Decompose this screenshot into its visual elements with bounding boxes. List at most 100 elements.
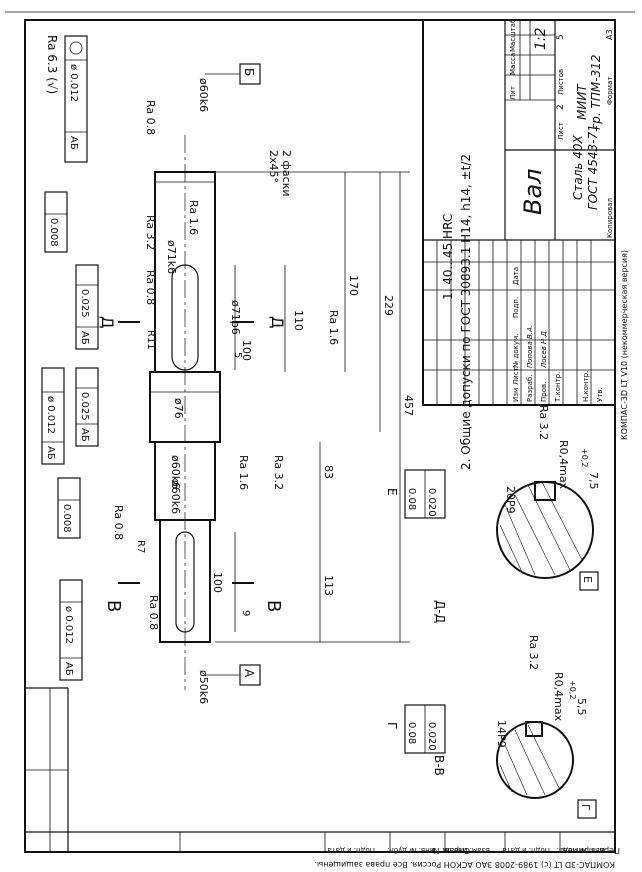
diam-label-2: ø71k6 <box>165 240 178 274</box>
roughness-9: Ra 0.8 <box>147 595 160 630</box>
len-label-170: 170 <box>347 275 360 296</box>
sheet-no: 2 <box>556 104 566 110</box>
row-tkontr: Т.контр. <box>554 372 562 403</box>
roughness-2: Ra 3.2 <box>144 215 157 250</box>
margin-item-4: Инв. № дубл. <box>387 846 435 854</box>
sheets-label: Листов <box>557 69 565 95</box>
tol-value-7: ø 0.012 <box>63 606 74 644</box>
format-value: A3 <box>605 29 614 40</box>
section-vv-sym-value: 0.08 <box>406 722 417 744</box>
section-dd-depth: 7,5 <box>587 472 600 490</box>
roughness-3: Ra 0.8 <box>144 270 157 305</box>
tol-value-3: 0.025 <box>79 289 90 318</box>
section-dd-depth-tol: +0,2 <box>580 448 589 467</box>
len-label-100a: 100 <box>240 340 253 361</box>
row-doc: № докум. <box>512 333 520 368</box>
row-prov-name: Лосев Н.Д. <box>540 329 548 369</box>
len-label-100b: 100 <box>211 572 224 593</box>
section-vv-datum-box: Г <box>579 804 592 811</box>
section-dd-datum-box: Е <box>581 576 594 583</box>
section-dd-keyway: 20P9 <box>504 486 517 514</box>
section-dd-sym-value: 0.08 <box>406 488 417 510</box>
diam-label-6: ø60k6 <box>169 480 182 514</box>
tol-value-2: 0.008 <box>48 218 59 247</box>
tol-value-5: 0.025 <box>79 392 90 421</box>
len-label-113: 113 <box>322 575 335 596</box>
roughness-5: Ra 1.6 <box>327 310 340 345</box>
note-1: 1. 40...45 HRC <box>441 214 455 300</box>
section-cut-marks: Д Д В В <box>98 316 287 612</box>
margin-item-5: Взам. инв. № <box>442 846 490 854</box>
tol-datum-1: АБ <box>68 136 79 150</box>
section-vv-datum-label: Г <box>385 722 399 729</box>
tol-datum-7: АБ <box>63 662 74 676</box>
general-roughness: Ra 6.3 (√) <box>45 35 59 94</box>
kompas-note: КОМПАС-3D LT V10 (некоммерческая версия) <box>620 250 629 440</box>
margin-item-2: Справ. № <box>430 846 470 855</box>
section-dd-roughness: Ra 3.2 <box>537 405 550 440</box>
margin-item-1: Перв. примен. <box>560 846 620 855</box>
org-line-2: гр. ТПМ-312 <box>589 55 603 131</box>
row-date: Дата <box>512 267 520 285</box>
tol-value-1: ø 0.012 <box>68 64 79 102</box>
tol-value-4: ø 0.012 <box>45 396 56 434</box>
row-nkontr: Н.контр. <box>582 371 590 402</box>
row-utv: Утв. <box>596 387 604 402</box>
keyway-main <box>171 264 199 371</box>
row-izm: Изм <box>512 388 520 402</box>
len-label-9: 9 <box>240 610 251 616</box>
tol-datum-4: АБ <box>45 446 56 460</box>
datum-markers: Б А <box>205 63 261 686</box>
roughness-6: Ra 1.6 <box>237 455 250 490</box>
len-label-83: 83 <box>322 465 335 479</box>
roughness-4: Ra 1.6 <box>187 200 200 235</box>
margin-item-6: Подп. и дата <box>502 846 550 854</box>
row-razrab: Разраб. <box>526 374 534 402</box>
tol-datum-5: АБ <box>79 428 90 442</box>
title-block: Вал Сталь 40Х ГОСТ 4543-71 МИИТ гр. ТПМ-… <box>422 19 616 406</box>
col-lit: Лит <box>509 86 517 100</box>
shaft-step-d50 <box>159 519 211 643</box>
dimension-labels: ø60k6 ø71k6 ø71p6 ø76 ø60k6 ø60k6 ø50k6 … <box>45 35 415 704</box>
material-line-1: Сталь 40Х <box>571 134 585 200</box>
diam-label-4: ø76 <box>172 398 185 419</box>
len-label-110: 110 <box>292 310 305 331</box>
section-dd-view: Д-Д 20P9 7,5 +0,2 R0,4max Ra 3.2 0.08 0.… <box>385 405 600 623</box>
radius-label-r7: R7 <box>135 540 146 553</box>
section-dd-title: Д-Д <box>433 600 447 623</box>
bottom-margin-strip: Перв. примен. Справ. № Инв. № подл. Подп… <box>25 250 629 869</box>
drawing-frame <box>24 19 616 853</box>
sheets-no: 5 <box>556 34 566 40</box>
part-name: Вал <box>519 168 547 215</box>
section-vv-keyway: 14P9 <box>495 720 508 748</box>
section-mark-v-left: В <box>103 600 124 612</box>
row-sign: Подп. <box>512 297 520 318</box>
margin-item-7: Инв. № подл. <box>557 846 605 854</box>
roughness-1: Ra 0.8 <box>144 100 157 135</box>
datum-b: Б <box>242 68 256 76</box>
section-mark-d-left: Д <box>98 316 117 329</box>
len-label-457: 457 <box>402 395 415 416</box>
roughness-8: Ra 0.8 <box>112 505 125 540</box>
section-vv-depth-tol: +0,2 <box>568 680 577 699</box>
section-dd-par-value: 0.020 <box>426 488 437 517</box>
format-label: Формат <box>606 77 614 105</box>
section-dd-fillet: R0,4max <box>557 440 570 490</box>
chamfer-count: 2 фаски <box>280 150 293 196</box>
diam-label-5: ø60k6 <box>169 455 182 489</box>
sheet-label: Лист <box>557 122 565 140</box>
chamfer-size: 2x45° <box>267 150 280 183</box>
row-razrab-name: Попова В.А. <box>526 325 534 368</box>
section-vv-view: В-В 14P9 5,5 +0,2 R0,4max Ra 3.2 0.08 0.… <box>385 635 597 819</box>
section-vv-par-value: 0.020 <box>426 722 437 751</box>
section-vv-title: В-В <box>432 755 446 776</box>
keyway-end <box>175 531 195 633</box>
scale-value: 1:2 <box>533 27 549 50</box>
copyright-note: КОМПАС-3D LT (с) 1989-2008 ЗАО АСКОН Рос… <box>314 860 615 868</box>
section-vv-fillet: R0,4max <box>552 672 565 722</box>
concentricity-icon <box>69 41 83 55</box>
material-line-2: ГОСТ 4543-71 <box>586 124 600 210</box>
diam-label-3: ø71p6 <box>229 300 242 335</box>
